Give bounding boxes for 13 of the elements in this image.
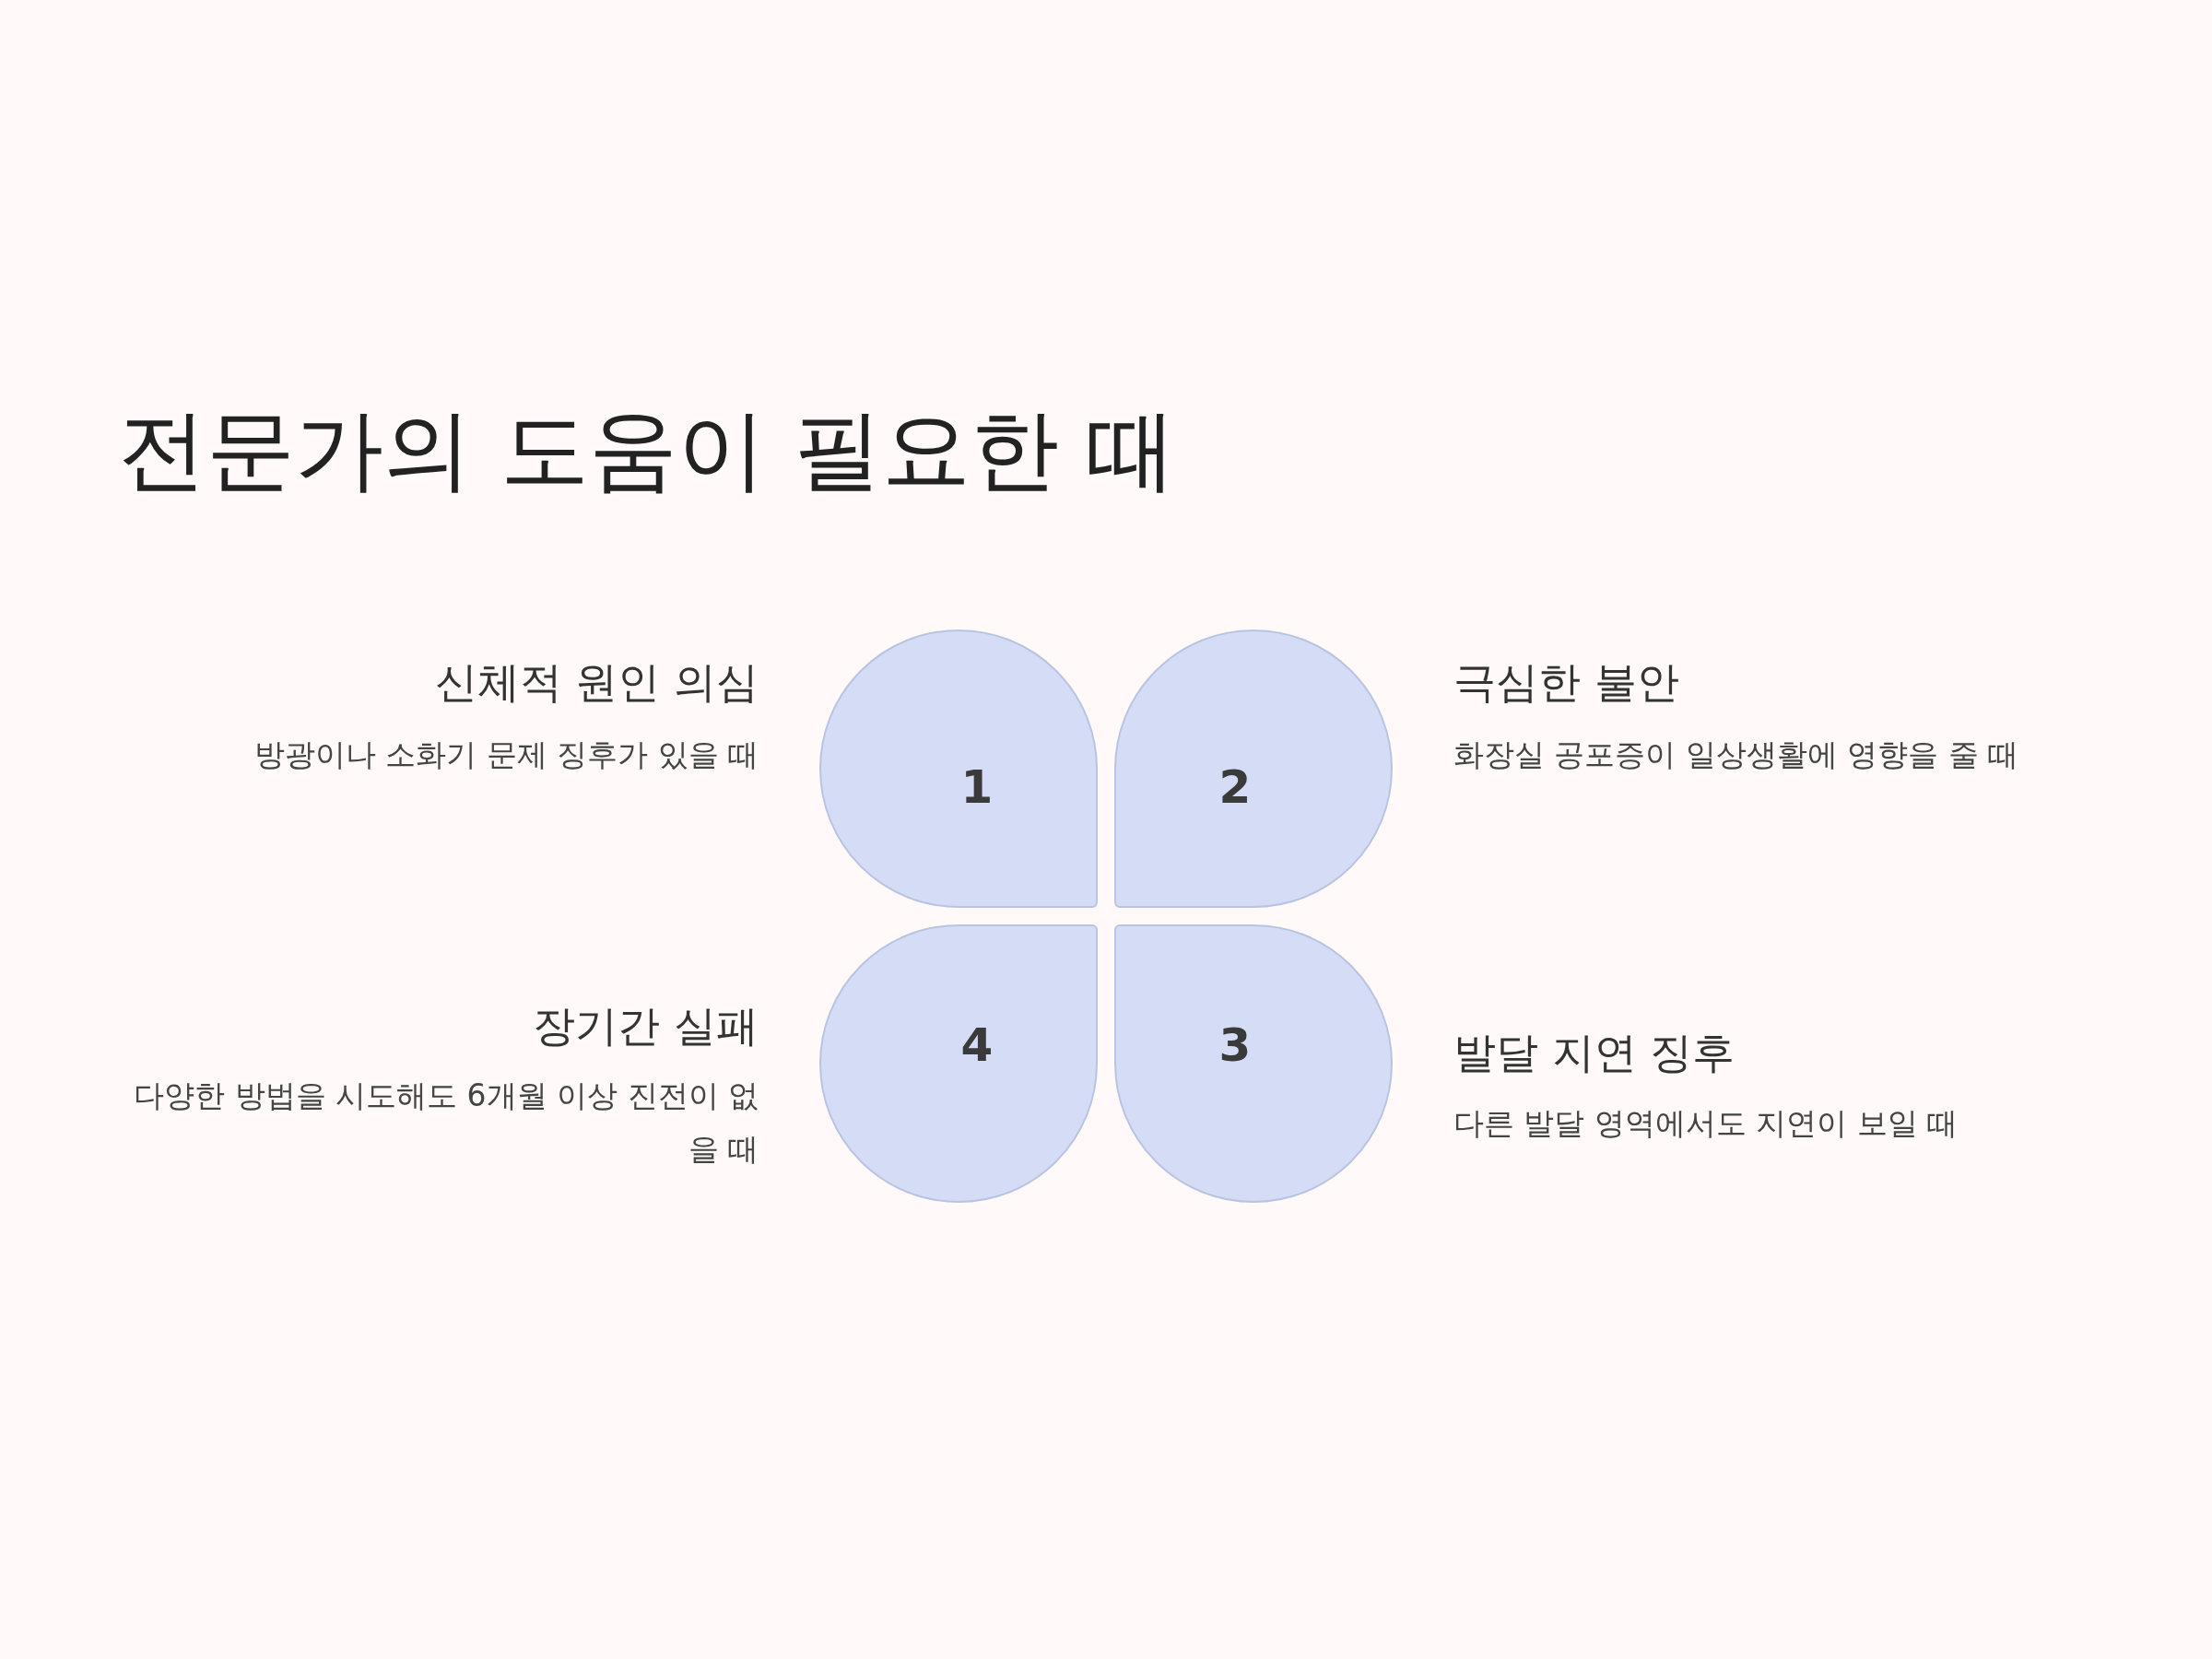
item-description: 다양한 방법을 시도해도 6개월 이상 진전이 없을 때	[133, 1077, 759, 1169]
item-heading: 신체적 원인 의심	[434, 656, 759, 709]
step-number: 1	[960, 760, 994, 814]
step-number: 2	[1218, 760, 1252, 814]
item-heading: 극심한 불안	[1453, 656, 1679, 709]
step-number: 3	[1218, 1018, 1252, 1072]
item-description: 방광이나 소화기 문제 징후가 있을 때	[253, 735, 759, 774]
title: 전문가의 도움이 필요한 때	[118, 397, 1176, 503]
item-heading: 발달 지연 징후	[1453, 1027, 1735, 1079]
step-number: 4	[960, 1018, 994, 1072]
item-heading: 장기간 실패	[533, 1000, 759, 1053]
item-description: 다른 발달 영역에서도 지연이 보일 때	[1453, 1104, 1959, 1143]
item-description: 화장실 공포증이 일상생활에 영향을 줄 때	[1453, 735, 2020, 774]
